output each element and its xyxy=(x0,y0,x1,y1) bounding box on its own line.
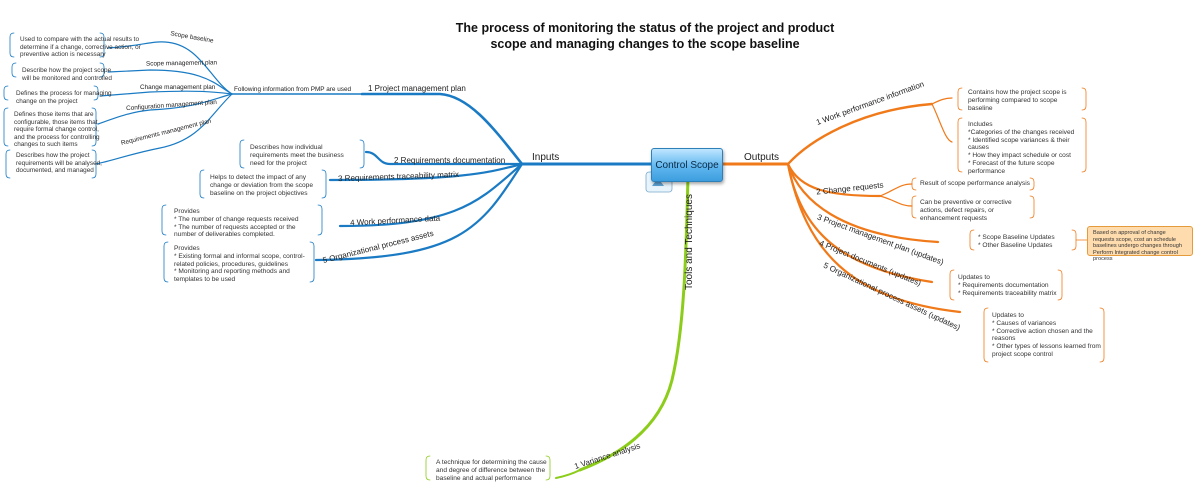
bracket xyxy=(93,85,99,101)
bracket xyxy=(321,169,327,199)
note-cr-a: Result of scope performance analysis xyxy=(920,180,1030,187)
bracket xyxy=(1081,117,1087,173)
note-opa: Provides * Existing formal and informal … xyxy=(174,245,305,284)
output-branches xyxy=(718,87,1105,363)
pmp-intro-label: Following information from PMP are used xyxy=(234,86,352,93)
bracket xyxy=(11,62,17,78)
note-pmp-updates: * Scope Baseline Updates * Other Baselin… xyxy=(978,234,1055,249)
bracket xyxy=(983,307,989,363)
bracket xyxy=(3,107,9,147)
note-scope-mgmt: Describe how the project scope will be m… xyxy=(22,67,112,82)
pmp-item-scope-mgmt[interactable]: Scope management plan xyxy=(145,59,218,68)
note-req-doc: Describes how individual requirements me… xyxy=(250,144,344,167)
bracket xyxy=(1057,269,1063,301)
bracket xyxy=(3,85,9,101)
central-topic-label: Control Scope xyxy=(655,159,719,171)
note-scope-baseline: Used to compare with the actual results … xyxy=(20,36,141,59)
input-branches xyxy=(3,32,654,283)
pmp-sub-config-mgmt xyxy=(97,93,233,125)
tools-branches xyxy=(425,174,690,481)
bracket xyxy=(99,62,105,78)
output-branch-opa xyxy=(786,162,962,314)
note-rtm: Helps to detect the impact of any change… xyxy=(210,174,313,197)
page-title: The process of monitoring the status of … xyxy=(455,21,835,51)
bracket xyxy=(91,107,97,147)
bracket xyxy=(1081,87,1087,111)
pmp-sub-scope-mgmt xyxy=(107,69,233,95)
bracket xyxy=(5,149,11,179)
bracket xyxy=(163,241,169,283)
input-branch-opa xyxy=(314,162,524,262)
output-branch-wpi xyxy=(786,102,934,166)
bracket xyxy=(9,32,15,58)
input-branch-pmp-label[interactable]: 1 Project management plan xyxy=(368,84,466,93)
bracket xyxy=(1071,229,1077,251)
bracket xyxy=(239,139,245,169)
bracket xyxy=(425,455,431,481)
note-variance: A technique for determining the cause an… xyxy=(436,459,547,482)
input-branch-pmp xyxy=(360,92,524,166)
output-branch-cr xyxy=(786,162,882,198)
pmp-sub-change-mgmt xyxy=(99,90,233,97)
wpi-sub-b xyxy=(931,103,953,143)
input-branch-wpd xyxy=(338,162,524,228)
note-wpd: Provides * The number of change requests… xyxy=(174,208,299,239)
note-cr-b: Can be preventive or corrective actions,… xyxy=(920,199,1012,222)
input-branch-req-doc-label[interactable]: 2 Requirements documentation xyxy=(394,156,506,165)
bracket xyxy=(161,204,167,236)
wpi-sub-a xyxy=(931,97,953,105)
output-branch-pmp xyxy=(786,162,940,244)
pmp-sub-req-mgmt xyxy=(95,93,233,165)
central-topic-control-scope[interactable]: Control Scope xyxy=(651,148,723,182)
bracket xyxy=(91,149,97,179)
note-config-mgmt: Defines those items that are configurabl… xyxy=(14,111,100,149)
note-change-mgmt: Defines the process for managing change … xyxy=(16,90,112,105)
note-opa-updates: Updates to * Causes of variances * Corre… xyxy=(992,312,1101,358)
input-branch-req-doc xyxy=(364,150,524,166)
note-wpi-a: Contains how the project scope is perfor… xyxy=(968,89,1067,112)
cr-sub-a xyxy=(879,183,913,197)
bracket xyxy=(545,455,551,481)
bracket xyxy=(359,139,365,169)
note-wpi-b: Includes *Categories of the changes rece… xyxy=(968,121,1075,175)
inputs-label: Inputs xyxy=(532,152,560,163)
input-branch-rtm xyxy=(328,162,524,182)
cr-sub-b xyxy=(879,195,913,207)
outputs-label: Outputs xyxy=(744,152,780,163)
pmp-item-change-mgmt[interactable]: Change management plan xyxy=(140,84,216,91)
bracket xyxy=(1099,307,1105,363)
note-docs-updates: Updates to * Requirements documentation … xyxy=(958,274,1057,297)
note-req-mgmt: Describes how the project requirements w… xyxy=(16,152,102,175)
bracket xyxy=(911,195,917,219)
bracket xyxy=(911,177,917,191)
bracket xyxy=(957,87,963,111)
bracket xyxy=(317,204,323,236)
pmp-sub-scope-baseline xyxy=(107,41,233,95)
bracket xyxy=(957,117,963,173)
tools-label: Tools and Techniques xyxy=(684,194,695,290)
bracket xyxy=(99,32,105,58)
bracket xyxy=(309,241,315,283)
bracket xyxy=(1029,195,1035,219)
tools-branch-variance xyxy=(555,469,581,479)
bracket xyxy=(949,269,955,301)
baseline-callout: Based on approval of change requests sco… xyxy=(1087,226,1193,262)
bracket xyxy=(969,229,975,251)
bracket xyxy=(1029,177,1035,191)
tools-trunk xyxy=(578,174,690,472)
bracket xyxy=(199,169,205,199)
